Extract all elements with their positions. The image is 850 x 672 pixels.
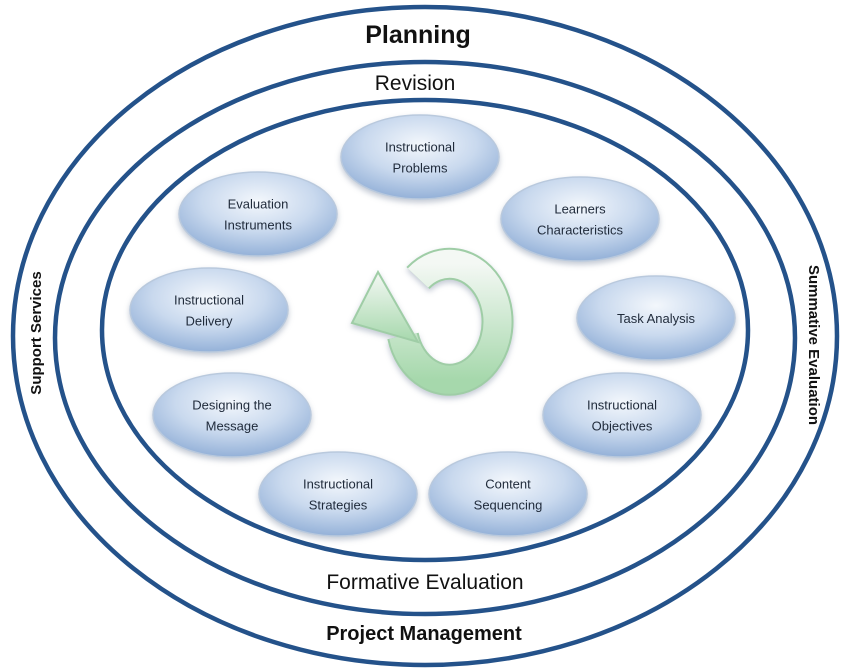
process-node-label: Sequencing xyxy=(474,498,543,513)
process-node-label: Task Analysis xyxy=(617,311,696,326)
middle-ring xyxy=(52,59,798,617)
formative-evaluation-label: Formative Evaluation xyxy=(326,571,523,594)
process-node-label: Content xyxy=(485,477,531,492)
summative-evaluation-label: Summative Evaluation xyxy=(805,265,822,425)
process-node-shape xyxy=(542,372,702,458)
process-node-label: Message xyxy=(206,419,259,434)
inner-ring xyxy=(99,97,751,563)
process-node-label: Objectives xyxy=(592,419,653,434)
process-node-shape xyxy=(500,176,660,262)
process-node-shape xyxy=(258,451,418,537)
process-node-label: Problems xyxy=(393,161,448,176)
process-node-label: Instructional xyxy=(587,398,657,413)
process-node-label: Designing the xyxy=(192,398,272,413)
cycle-arrow-icon xyxy=(350,247,514,396)
process-node-shape xyxy=(428,451,588,537)
process-node-label: Characteristics xyxy=(537,223,623,238)
process-node-label: Strategies xyxy=(309,498,368,513)
process-node-shape xyxy=(576,275,736,361)
outer-ring xyxy=(10,4,840,668)
process-node-label: Instructional xyxy=(385,140,455,155)
support-services-label: Support Services xyxy=(28,271,45,394)
process-nodes: InstructionalProblemsLearnersCharacteris… xyxy=(129,114,736,537)
planning-label: Planning xyxy=(365,21,471,49)
process-node-shape xyxy=(129,267,289,353)
process-node-label: Instruments xyxy=(224,218,292,233)
process-node-label: Instructional xyxy=(174,293,244,308)
process-node-label: Instructional xyxy=(303,477,373,492)
process-node-label: Delivery xyxy=(186,314,233,329)
process-node-label: Learners xyxy=(554,202,606,217)
revision-label: Revision xyxy=(375,72,456,95)
process-node-shape xyxy=(178,171,338,257)
project-management-label: Project Management xyxy=(326,623,522,645)
process-node-shape xyxy=(340,114,500,200)
process-node: Task Analysis xyxy=(576,275,736,361)
process-node-label: Evaluation xyxy=(228,197,289,212)
process-node-shape xyxy=(152,372,312,458)
